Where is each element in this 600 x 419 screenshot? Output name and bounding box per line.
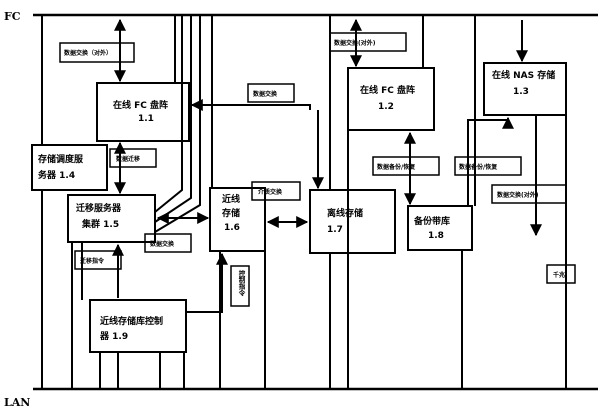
- scheduler-box-1-4: [31, 144, 108, 191]
- label-box-media-exchange: [251, 181, 301, 201]
- label-box-control-command: [230, 265, 250, 307]
- edge-media-exchange: 介质交换: [257, 188, 283, 196]
- nearline-storage-box-1-6: [209, 187, 266, 252]
- edge-data-migration: 数据迁移: [116, 155, 140, 163]
- fc-array-1-2-title: 在线 FC 盘阵: [360, 84, 415, 96]
- nas-number: 1.3: [513, 87, 529, 97]
- backup-title: 备份带库: [413, 215, 450, 227]
- cluster-title: 迁移服务器: [76, 202, 122, 214]
- edge-gigabit: 千兆: [553, 271, 565, 279]
- edge-data-exchange-external-2: 数据交换(对外): [334, 39, 376, 47]
- edge-backup-restore-1: 数据备份/恢复: [377, 163, 416, 171]
- nearline-line1: 近线: [222, 193, 240, 205]
- cluster-number: 集群 1.5: [81, 218, 119, 230]
- edge-control-command: 控制指令: [237, 270, 245, 296]
- edge-backup-restore-2: 数据备份/恢复: [459, 163, 498, 171]
- edge-data-exchange-1: 数据交换: [253, 90, 278, 98]
- edge-migration-command: 迁移指令: [80, 257, 105, 265]
- label-box-data-exchange-1: [247, 83, 295, 103]
- scheduler-number: 务器 1.4: [38, 169, 75, 181]
- label-box-data-migration: [109, 148, 157, 168]
- edge-data-exchange-external-1: 数据交换（对外）: [64, 49, 112, 57]
- fc-array-1-2-number: 1.2: [378, 102, 394, 112]
- backup-tape-box-1-8: [407, 205, 473, 251]
- label-box-backup-restore-2: [454, 156, 522, 176]
- nas-title: 在线 NAS 存储: [492, 69, 555, 81]
- label-box-gigabit: [546, 264, 576, 284]
- nearline-line3: 1.6: [224, 223, 240, 233]
- offline-number: 1.7: [327, 225, 343, 235]
- edge-data-exchange-2: 数据交换: [150, 240, 175, 248]
- migration-cluster-box-1-5: [67, 194, 156, 243]
- arrow-offline-to-fc-array-1-1: [190, 99, 311, 111]
- nearline-controller-box-1-9: [89, 299, 187, 353]
- label-box-migration-command: [74, 250, 122, 270]
- nearline-line2: 存储: [222, 207, 240, 219]
- edge-data-exchange-external-3: 数据交换(对外): [497, 191, 539, 199]
- nas-box-1-3: [483, 62, 567, 116]
- fc-array-1-1-title: 在线 FC 盘阵: [113, 99, 168, 111]
- fc-drop-d: [154, 15, 201, 233]
- offline-title: 离线存储: [327, 207, 363, 219]
- fc-bus-label: FC: [4, 10, 21, 23]
- offline-storage-box-1-7: [309, 189, 396, 254]
- fc-array-box-1-2: [347, 67, 435, 131]
- arrow-controller-to-nearline: [186, 252, 228, 313]
- fc-array-box-1-1: [96, 82, 190, 142]
- fc-array-1-1-number: 1.1: [138, 114, 154, 124]
- label-box-data-exchange-external-1: [59, 42, 135, 63]
- label-box-data-exchange-2: [144, 233, 192, 253]
- fc-drop-c: [154, 15, 192, 223]
- controller-number: 器 1.9: [99, 331, 128, 342]
- fc-drop-b: [154, 15, 183, 213]
- arrow-backup-to-nas: [467, 116, 514, 206]
- scheduler-title: 存储调度服: [38, 153, 84, 165]
- lan-bus-label: LAN: [4, 396, 30, 409]
- controller-title: 近线存储库控制: [100, 315, 163, 327]
- backup-number: 1.8: [428, 231, 444, 241]
